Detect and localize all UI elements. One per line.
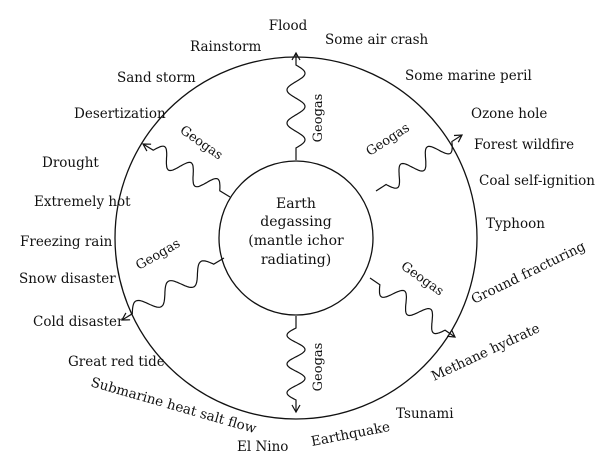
geogas-label-upper-left: Geogas [177, 123, 225, 163]
core-label: Earth degassing (mantle ichor radiating) [248, 196, 344, 268]
core-line-4: radiating) [261, 252, 331, 268]
geogas-arrow-bottom [286, 316, 306, 412]
hazard-great-red-tide: Great red tide [68, 354, 165, 370]
hazard-drought: Drought [42, 155, 99, 171]
hazard-some-air-crash: Some air crash [325, 32, 429, 48]
hazard-ozone-hole: Ozone hole [471, 106, 547, 122]
geogas-arrow-upper-left-head [141, 143, 152, 152]
hazard-ground-fracturing: Ground fracturing [469, 238, 589, 307]
geogas-arrows [120, 51, 464, 414]
hazard-tsunami: Tsunami [396, 406, 454, 422]
geogas-arrow-top-head [291, 51, 301, 61]
hazard-earthquake: Earthquake [310, 419, 392, 450]
geogas-arrow-lower-right [369, 277, 456, 338]
geogas-arrow-lower-left-head [120, 312, 131, 321]
hazard-coal-self-ignition: Coal self-ignition [479, 173, 595, 189]
geogas-label-lower-right: Geogas [398, 259, 446, 299]
geogas-arrow-bottom-head [291, 404, 301, 414]
geogas-arrow-upper-right-head [453, 134, 464, 143]
hazard-el-nino: El Nino [237, 439, 288, 455]
hazard-sand-storm: Sand storm [117, 70, 196, 86]
inner-circle [218, 160, 374, 316]
geogas-arrow-top [286, 53, 306, 160]
core-line-2: degassing [260, 214, 331, 230]
core-line-3: (mantle ichor [248, 233, 344, 249]
hazard-freezing-rain: Freezing rain [20, 234, 113, 250]
geogas-label-upper-right: Geogas [364, 121, 413, 160]
hazard-desertization: Desertization [74, 106, 166, 122]
hazard-forest-wildfire: Forest wildfire [474, 137, 574, 153]
geogas-label-top: Geogas [311, 94, 326, 143]
geogas-arrow-lower-left [121, 257, 225, 321]
hazard-cold-disaster: Cold disaster [33, 314, 124, 330]
hazard-some-marine-peril: Some marine peril [405, 68, 532, 84]
geogas-arrow-upper-right [375, 134, 463, 192]
hazard-typhoon: Typhoon [486, 216, 545, 232]
geogas-arrow-lower-right-head [446, 329, 456, 338]
hazard-submarine-heat-salt-flow: Submarine heat salt flow [89, 374, 259, 437]
core-line-1: Earth [276, 196, 316, 212]
hazard-flood: Flood [269, 18, 308, 34]
hazard-snow-disaster: Snow disaster [19, 271, 116, 287]
geogas-label-lower-left: Geogas [133, 236, 183, 273]
hazard-extremely-hot: Extremely hot [34, 194, 131, 210]
geogas-arrow-upper-left [142, 143, 231, 198]
geogas-label-bottom: Geogas [311, 343, 326, 392]
hazard-rainstorm: Rainstorm [190, 39, 261, 55]
hazard-methane-hydrate: Methane hydrate [429, 320, 543, 384]
